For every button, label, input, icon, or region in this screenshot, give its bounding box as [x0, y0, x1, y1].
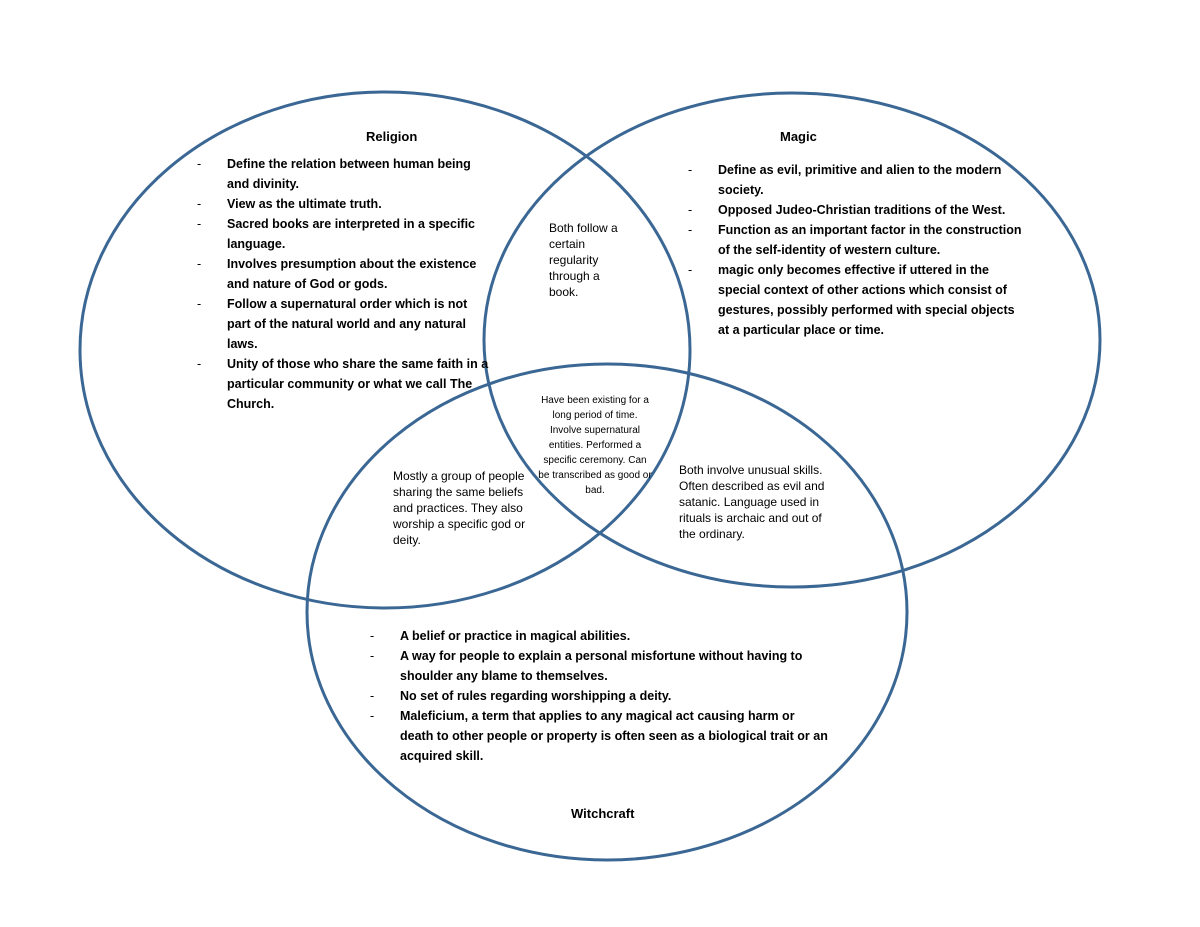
magic-item: Function as an important factor in the c… [688, 220, 1023, 260]
religion-witchcraft-overlap-note: Mostly a group of people sharing the sam… [393, 469, 526, 547]
witchcraft-list: A belief or practice in magical abilitie… [370, 626, 830, 766]
religion-magic-overlap-note: Both follow a certain regularity through… [549, 221, 618, 299]
magic-item: magic only becomes effective if uttered … [688, 260, 1023, 340]
magic-item: Opposed Judeo-Christian traditions of th… [688, 200, 1023, 220]
witchcraft-circle [305, 362, 909, 862]
religion-item: Define the relation between human being … [197, 154, 492, 194]
witchcraft-item: No set of rules regarding worshipping a … [370, 686, 830, 706]
magic-item: Define as evil, primitive and alien to t… [688, 160, 1023, 200]
witchcraft-item: A way for people to explain a personal m… [370, 646, 830, 686]
magic-witchcraft-overlap-note: Both involve unusual skills. Often descr… [679, 463, 825, 541]
religion-circle [78, 90, 692, 610]
religion-item: Sacred books are interpreted in a specif… [197, 214, 492, 254]
religion-item: Involves presumption about the existence… [197, 254, 492, 294]
magic-title: Magic [780, 129, 817, 144]
religion-item: Unity of those who share the same faith … [197, 354, 492, 414]
religion-item: Follow a supernatural order which is not… [197, 294, 492, 354]
all-three-overlap-note: Have been existing for a long period of … [538, 395, 652, 496]
religion-title: Religion [366, 129, 418, 144]
magic-list: Define as evil, primitive and alien to t… [688, 160, 1023, 340]
religion-list: Define the relation between human being … [197, 154, 492, 414]
witchcraft-item: A belief or practice in magical abilitie… [370, 626, 830, 646]
witchcraft-title: Witchcraft [571, 806, 635, 821]
religion-item: View as the ultimate truth. [197, 194, 492, 214]
witchcraft-item: Maleficium, a term that applies to any m… [370, 706, 830, 766]
